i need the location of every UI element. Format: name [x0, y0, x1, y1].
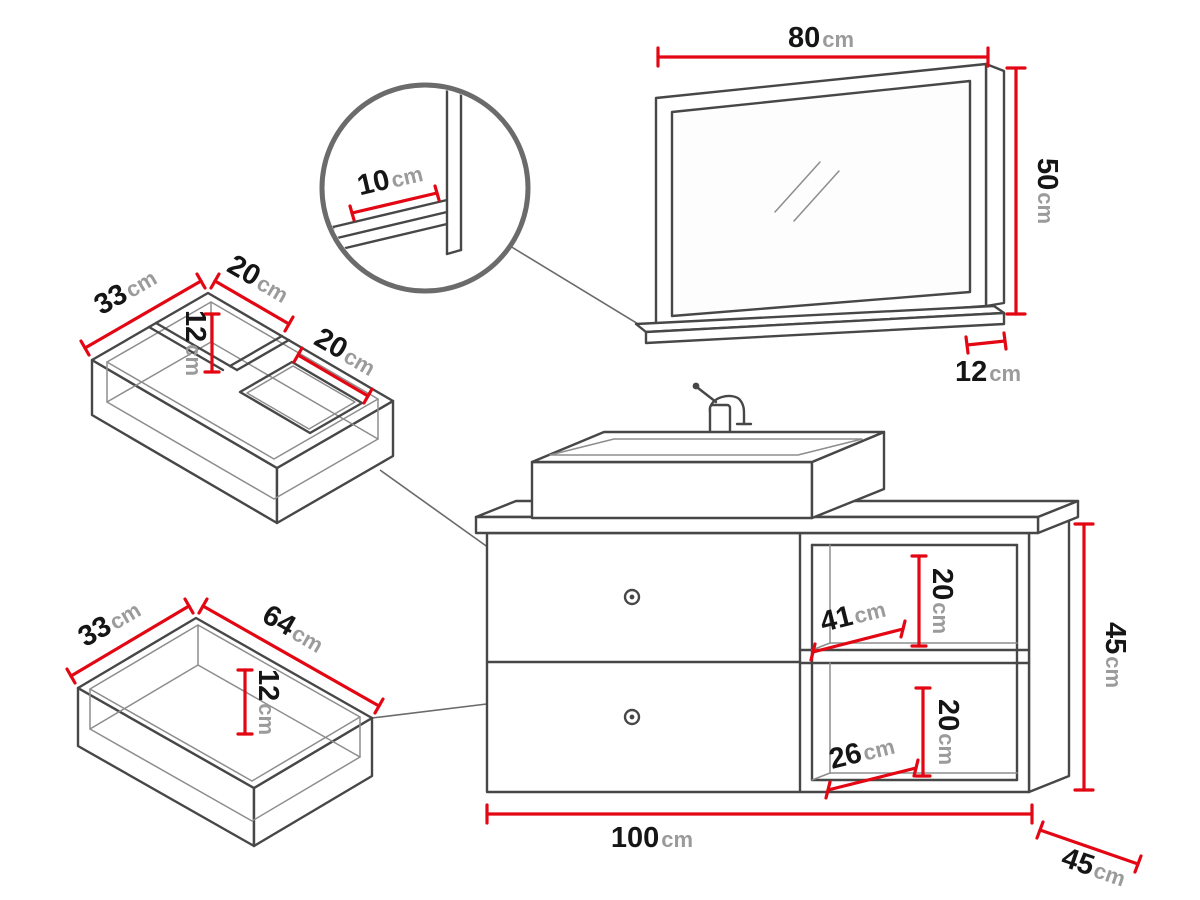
vanity-shelf-module [798, 531, 1031, 794]
connector-organizer-to-vanity [379, 469, 504, 559]
dimension-label: 12cm [955, 356, 1021, 388]
dimension-shelf-bottom-height: 20cm [914, 686, 964, 778]
organizer-drawer-drawing: 33cm 20cm 12cm 20cm [79, 249, 395, 525]
drawer-drawing: 33cm 64cm 12cm [65, 593, 385, 848]
drawer-rim [76, 616, 374, 790]
drawer-knob [623, 708, 641, 726]
drawer-knob [623, 588, 641, 606]
dimension-label: 12cm [179, 310, 211, 376]
dimension-mirror-shelf-depth: 12cm [955, 331, 1021, 388]
dimension-vanity-height: 45cm [1073, 522, 1131, 792]
dimension-shelf-top-height: 20cm [910, 554, 958, 648]
dimension-label: 80cm [788, 22, 854, 54]
connector-lines [371, 245, 649, 719]
dimension-organizer-height: 12cm [179, 310, 221, 376]
dimension-mirror-height: 50cm [1005, 66, 1063, 316]
connector-drawer-to-vanity [371, 701, 504, 719]
drawer-inner-walls [89, 624, 361, 758]
dimension-label: 41cm [817, 592, 889, 639]
dimension-label: 64cm [257, 599, 330, 660]
connector-detail-to-mirror [509, 245, 649, 331]
vanity-drawer-fronts [485, 588, 802, 726]
dimension-mirror-width: 80cm [656, 22, 990, 68]
vanity-countertop-front [474, 515, 1040, 535]
dimension-label: 45cm [1099, 622, 1131, 688]
mirror-drawing: 80cm 50cm 12cm [634, 22, 1063, 388]
vessel-sink [530, 430, 886, 520]
dimension-drawer-height: 12cm [236, 668, 284, 736]
detail-circle-outline [319, 82, 531, 294]
dimension-vanity-depth: 45cm [1035, 820, 1143, 891]
dimension-bottom-shelf-depth: 26cm [824, 729, 920, 800]
dimension-shelf-depth: 41cm [809, 592, 907, 662]
dimension-vanity-width: 100cm [485, 803, 1034, 854]
vanity-drawing: 100cm 45cm 45cm 41cm 20cm [474, 382, 1143, 891]
mirror-glass [670, 79, 972, 318]
dimension-label: 50cm [1031, 158, 1063, 224]
mirror-reflection-lines [774, 161, 840, 222]
dimension-label: 20cm [222, 249, 295, 310]
vanity-side-panel [1027, 515, 1071, 794]
mirror-detail-circle: 10cm [319, 82, 531, 294]
dimension-label: 12cm [252, 669, 284, 735]
sink-rim-inner [549, 438, 863, 456]
mirror-side-panel [984, 62, 1006, 308]
dimension-label: 20cm [932, 699, 964, 765]
sink-front-face [530, 460, 814, 520]
dimension-label: 33cm [89, 261, 162, 322]
organizer-front-compartment [238, 360, 364, 435]
dimension-label: 100cm [611, 822, 693, 854]
dimension-label: 20cm [926, 568, 958, 634]
dimension-label: 33cm [73, 593, 146, 654]
dimension-label: 26cm [826, 729, 898, 776]
mirror-shelf-front [644, 311, 1006, 345]
